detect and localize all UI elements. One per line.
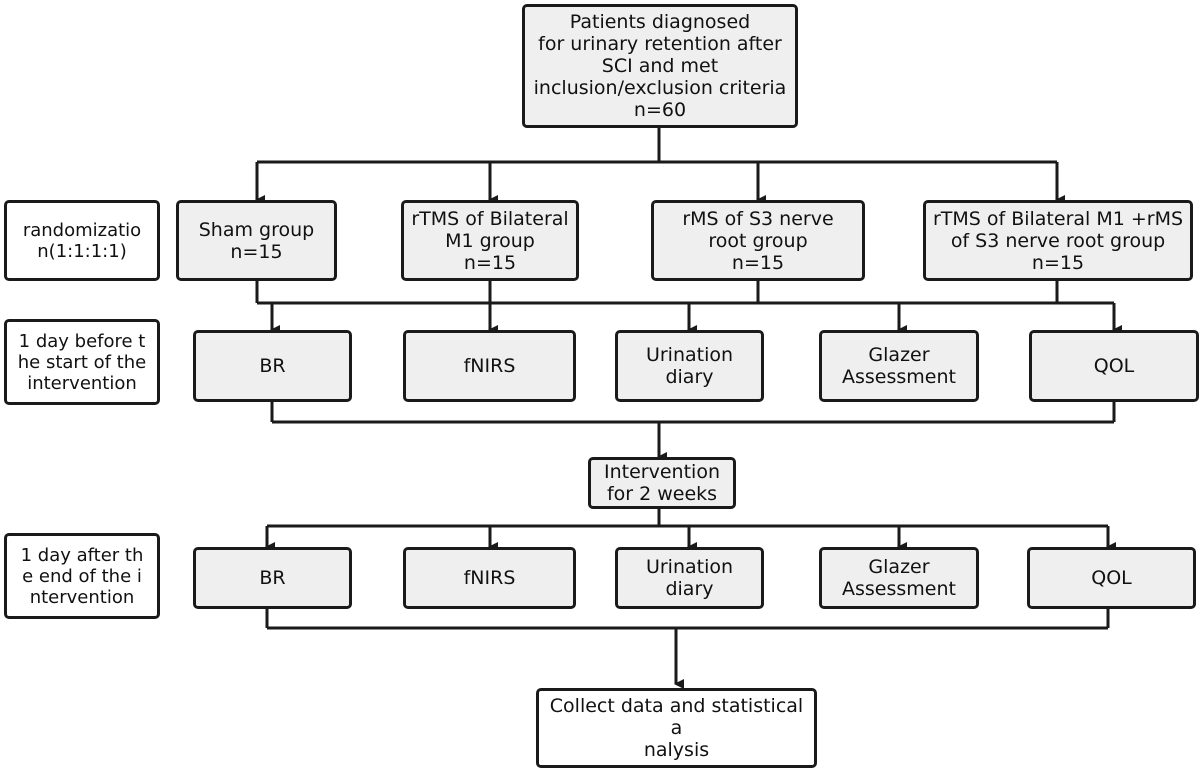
assessment-text: QOL xyxy=(1093,355,1135,377)
assessment-text: QOL xyxy=(1091,567,1132,589)
intervention-box: Intervention for 2 weeks xyxy=(588,457,736,509)
group-box-sham: Sham group n=15 xyxy=(176,200,337,281)
group-text: rTMS of Bilateral M1 group n=15 xyxy=(411,207,569,274)
intervention-text: Intervention for 2 weeks xyxy=(604,461,720,505)
assessment-glazer-before: Glazer Assessment xyxy=(819,330,979,402)
group-box-rms: rMS of S3 nerve root group n=15 xyxy=(651,200,865,281)
assessment-text: Urination diary xyxy=(645,556,734,600)
final-box: Collect data and statistical a nalysis xyxy=(536,688,817,768)
assessment-diary-after: Urination diary xyxy=(615,547,764,609)
assessment-text: Glazer Assessment xyxy=(842,344,956,388)
group-box-rtms: rTMS of Bilateral M1 group n=15 xyxy=(401,200,579,281)
final-text: Collect data and statistical a nalysis xyxy=(549,695,804,761)
assessment-glazer-after: Glazer Assessment xyxy=(819,547,979,609)
group-box-combined: rTMS of Bilateral M1 +rMS of S3 nerve ro… xyxy=(923,200,1193,281)
group-text: Sham group n=15 xyxy=(198,218,315,263)
group-text: rMS of S3 nerve root group n=15 xyxy=(682,207,834,274)
patients-box: Patients diagnosed for urinary retention… xyxy=(522,4,798,128)
side-label-text: 1 day before t he start of the intervent… xyxy=(17,330,147,394)
side-label-randomization: randomizatio n(1:1:1:1) xyxy=(4,200,160,281)
assessment-text: fNIRS xyxy=(463,567,516,589)
side-label-text: 1 day after th e end of the i nterventio… xyxy=(20,544,144,608)
assessment-fnirs-before: fNIRS xyxy=(403,330,576,402)
assessment-qol-after: QOL xyxy=(1027,547,1196,609)
assessment-text: Urination diary xyxy=(645,344,734,388)
side-label-before: 1 day before t he start of the intervent… xyxy=(4,319,160,405)
assessment-text: BR xyxy=(259,567,286,589)
assessment-text: BR xyxy=(259,355,286,377)
assessment-qol-before: QOL xyxy=(1029,330,1199,402)
assessment-diary-before: Urination diary xyxy=(615,330,764,402)
assessment-text: fNIRS xyxy=(463,355,516,377)
side-label-text: randomizatio n(1:1:1:1) xyxy=(22,219,142,262)
assessment-br-after: BR xyxy=(193,547,352,609)
assessment-fnirs-after: fNIRS xyxy=(403,547,576,609)
assessment-text: Glazer Assessment xyxy=(842,556,956,600)
patients-text: Patients diagnosed for urinary retention… xyxy=(533,11,787,121)
assessment-br-before: BR xyxy=(193,330,352,402)
group-text: rTMS of Bilateral M1 +rMS of S3 nerve ro… xyxy=(932,207,1184,274)
side-label-after: 1 day after th e end of the i nterventio… xyxy=(4,533,160,619)
